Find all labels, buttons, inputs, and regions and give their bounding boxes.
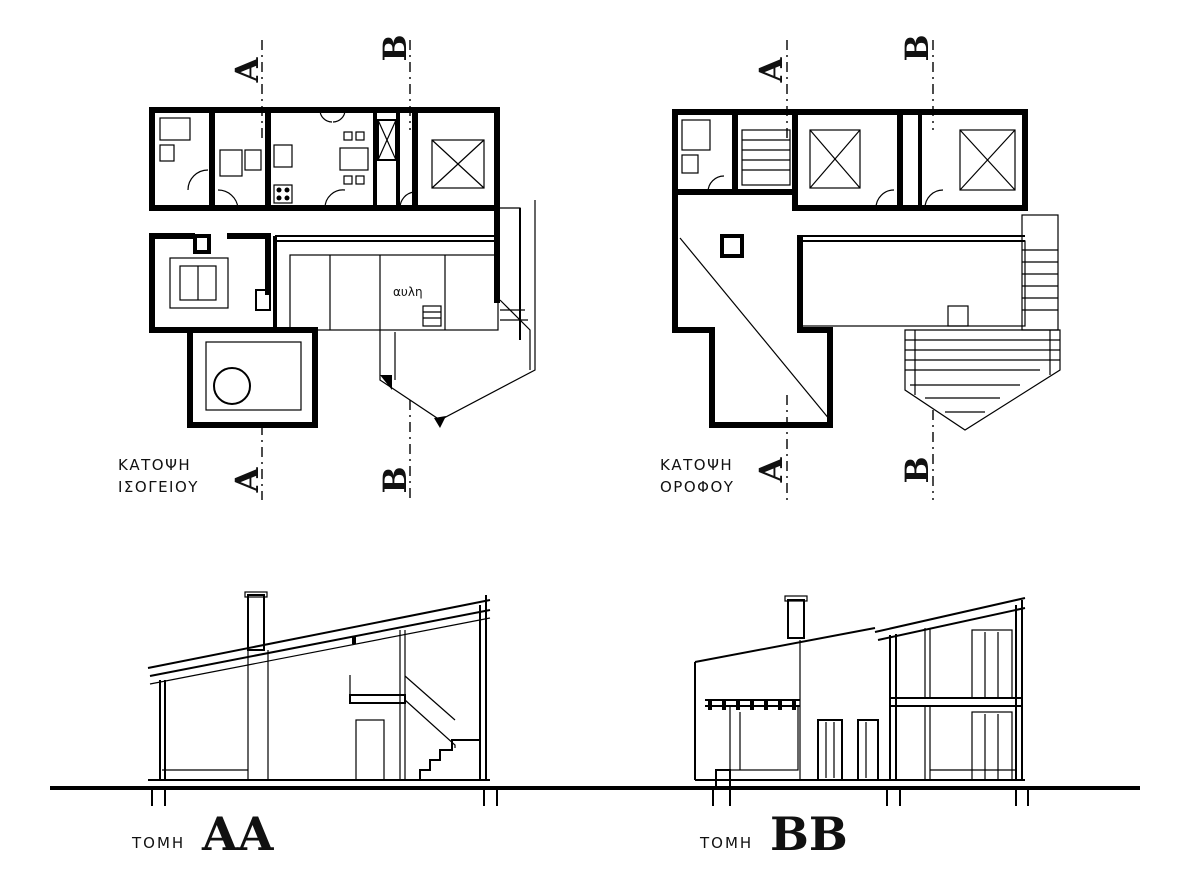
section-bb-code: BB (770, 807, 848, 861)
pergola-beams (708, 700, 796, 710)
upper-cut-marker-a-top: A (752, 56, 790, 83)
cut-marker-a-top: A (228, 56, 266, 83)
courtyard-label: αυλη (393, 285, 423, 299)
cut-marker-b-top: B (376, 34, 414, 61)
section-aa-code: AA (201, 807, 275, 861)
ground-floor-plan: αυλη A B A B ΚΑΤΟΨΗ ΙΣΟΓΕΙΟΥ (118, 34, 536, 500)
section-bb (694, 595, 1029, 806)
cut-marker-b-bottom: B (376, 466, 414, 493)
upper-plan-title-line2: ΟΡΟΦΟΥ (660, 478, 734, 496)
upper-floor-plan: A B A B ΚΑΤΟΨΗ ΟΡΟΦΟΥ (660, 34, 1061, 500)
ground-plan-title-line2: ΙΣΟΓΕΙΟΥ (118, 478, 199, 496)
upper-cut-marker-b-bottom: B (898, 456, 936, 483)
upper-plan-title-line1: ΚΑΤΟΨΗ (660, 456, 733, 474)
cut-marker-a-bottom: A (228, 466, 266, 493)
ground-plan-title-line1: ΚΑΤΟΨΗ (118, 456, 191, 474)
section-titles: ΤΟΜΗ AA ΤΟΜΗ BB (131, 807, 848, 861)
section-aa-prefix: ΤΟΜΗ (131, 834, 185, 852)
section-bb-prefix: ΤΟΜΗ (699, 834, 753, 852)
section-aa (50, 591, 1140, 806)
upper-cut-marker-a-bottom: A (752, 456, 790, 483)
upper-cut-marker-b-top: B (898, 34, 936, 61)
